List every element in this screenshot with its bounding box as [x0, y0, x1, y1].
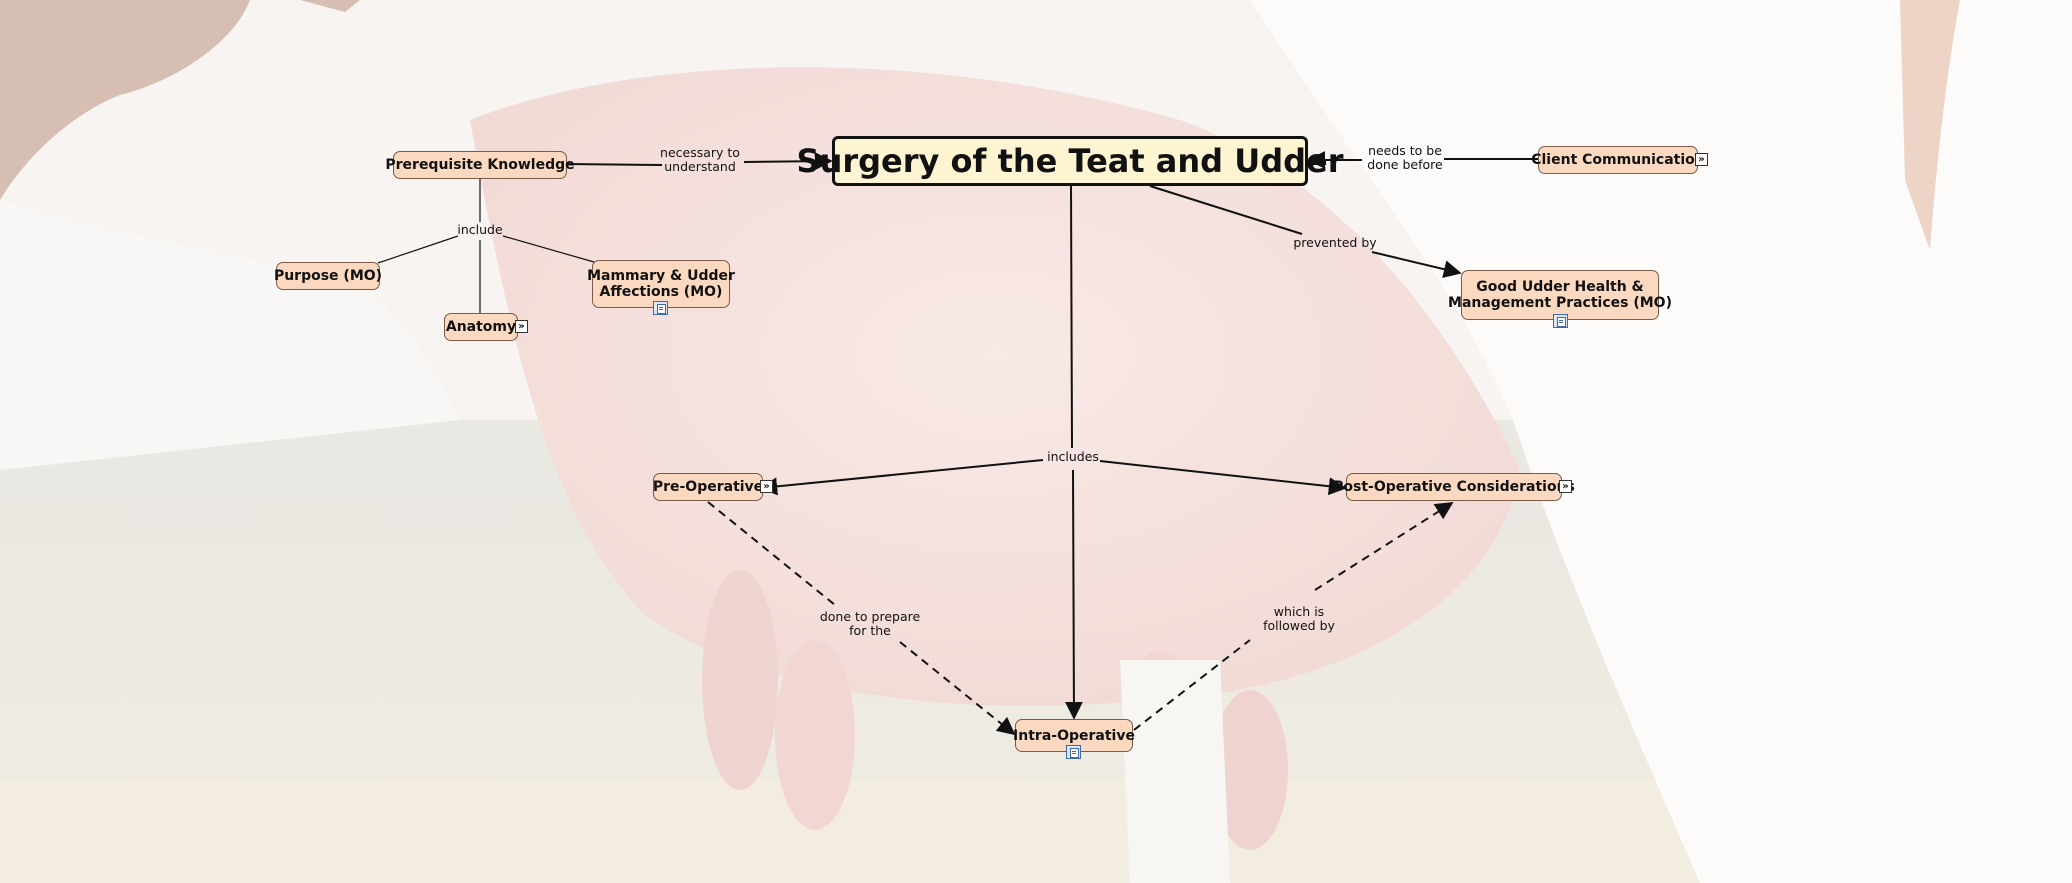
concept-post-operative-considerations[interactable]: Post-Operative Considerations [1333, 473, 1575, 501]
concept-label: Anatomy [445, 319, 517, 335]
concept-label: Purpose (MO) [273, 268, 383, 284]
link-necessary-title [743, 152, 833, 171]
link-title-prevented [1149, 185, 1303, 235]
link-title-includes [1070, 185, 1073, 449]
linking-phrase-followed: which is followed by [1263, 604, 1335, 633]
linking-phrase-necessary: necessary to understand [660, 145, 740, 174]
link-prevented-health [1371, 251, 1462, 278]
linking-phrase-prevented: prevented by [1293, 235, 1377, 250]
document-resource-icon[interactable] [653, 301, 668, 315]
linking-phrase-include: include [457, 222, 503, 237]
concept-label: Prerequisite Knowledge [385, 157, 575, 173]
document-resource-icon[interactable] [1066, 745, 1081, 759]
link-include-mammary [502, 235, 595, 263]
double-chevron-right-icon[interactable]: » [515, 320, 528, 333]
root-concept-title[interactable]: Surgery of the Teat and Udder [797, 136, 1344, 186]
concept-label: Client Communication [1531, 152, 1705, 168]
double-chevron-right-icon[interactable]: » [1695, 153, 1708, 166]
link-prerequisite-necessary [565, 163, 663, 166]
concept-client-communication[interactable]: Client Communication [1531, 146, 1705, 174]
link-include-purpose [377, 235, 459, 264]
double-chevron-right-icon[interactable]: » [760, 480, 773, 493]
concept-label-line2: Management Practices (MO) [1448, 295, 1672, 311]
linking-phrase-done-prepare: done to prepare for the [819, 609, 921, 638]
link-done-intraop [899, 641, 1016, 736]
double-chevron-right-icon[interactable]: » [1559, 480, 1572, 493]
linking-phrase-includes: includes [1047, 449, 1099, 464]
concept-label: Post-Operative Considerations [1333, 479, 1575, 495]
concept-pre-operative[interactable]: Pre-Operative [653, 473, 763, 501]
link-includes-preop [759, 459, 1044, 496]
concept-label: Pre-Operative [652, 479, 764, 495]
root-title-text: Surgery of the Teat and Udder [796, 142, 1344, 180]
concept-label-line1: Good Udder Health & [1476, 279, 1644, 295]
linking-phrase-needs: needs to be done before [1367, 143, 1443, 172]
link-intraop-followed [1133, 639, 1251, 731]
document-resource-icon[interactable] [1553, 314, 1568, 328]
link-followed-postop [1314, 502, 1454, 591]
link-includes-intraop [1064, 469, 1083, 720]
concept-label: Intra-Operative [1013, 727, 1135, 744]
link-preop-done [707, 501, 836, 606]
concept-mammary-udder-affections[interactable]: Mammary & Udder Affections (MO) [587, 260, 735, 308]
concept-purpose[interactable]: Purpose (MO) [273, 262, 383, 290]
link-includes-postop [1099, 460, 1347, 496]
concept-label-line1: Mammary & Udder [587, 268, 735, 284]
concept-label-line2: Affections (MO) [599, 284, 723, 300]
concept-good-udder-health[interactable]: Good Udder Health & Management Practices… [1448, 270, 1672, 320]
concept-prerequisite-knowledge[interactable]: Prerequisite Knowledge [385, 151, 575, 179]
concept-anatomy[interactable]: Anatomy [444, 313, 518, 341]
